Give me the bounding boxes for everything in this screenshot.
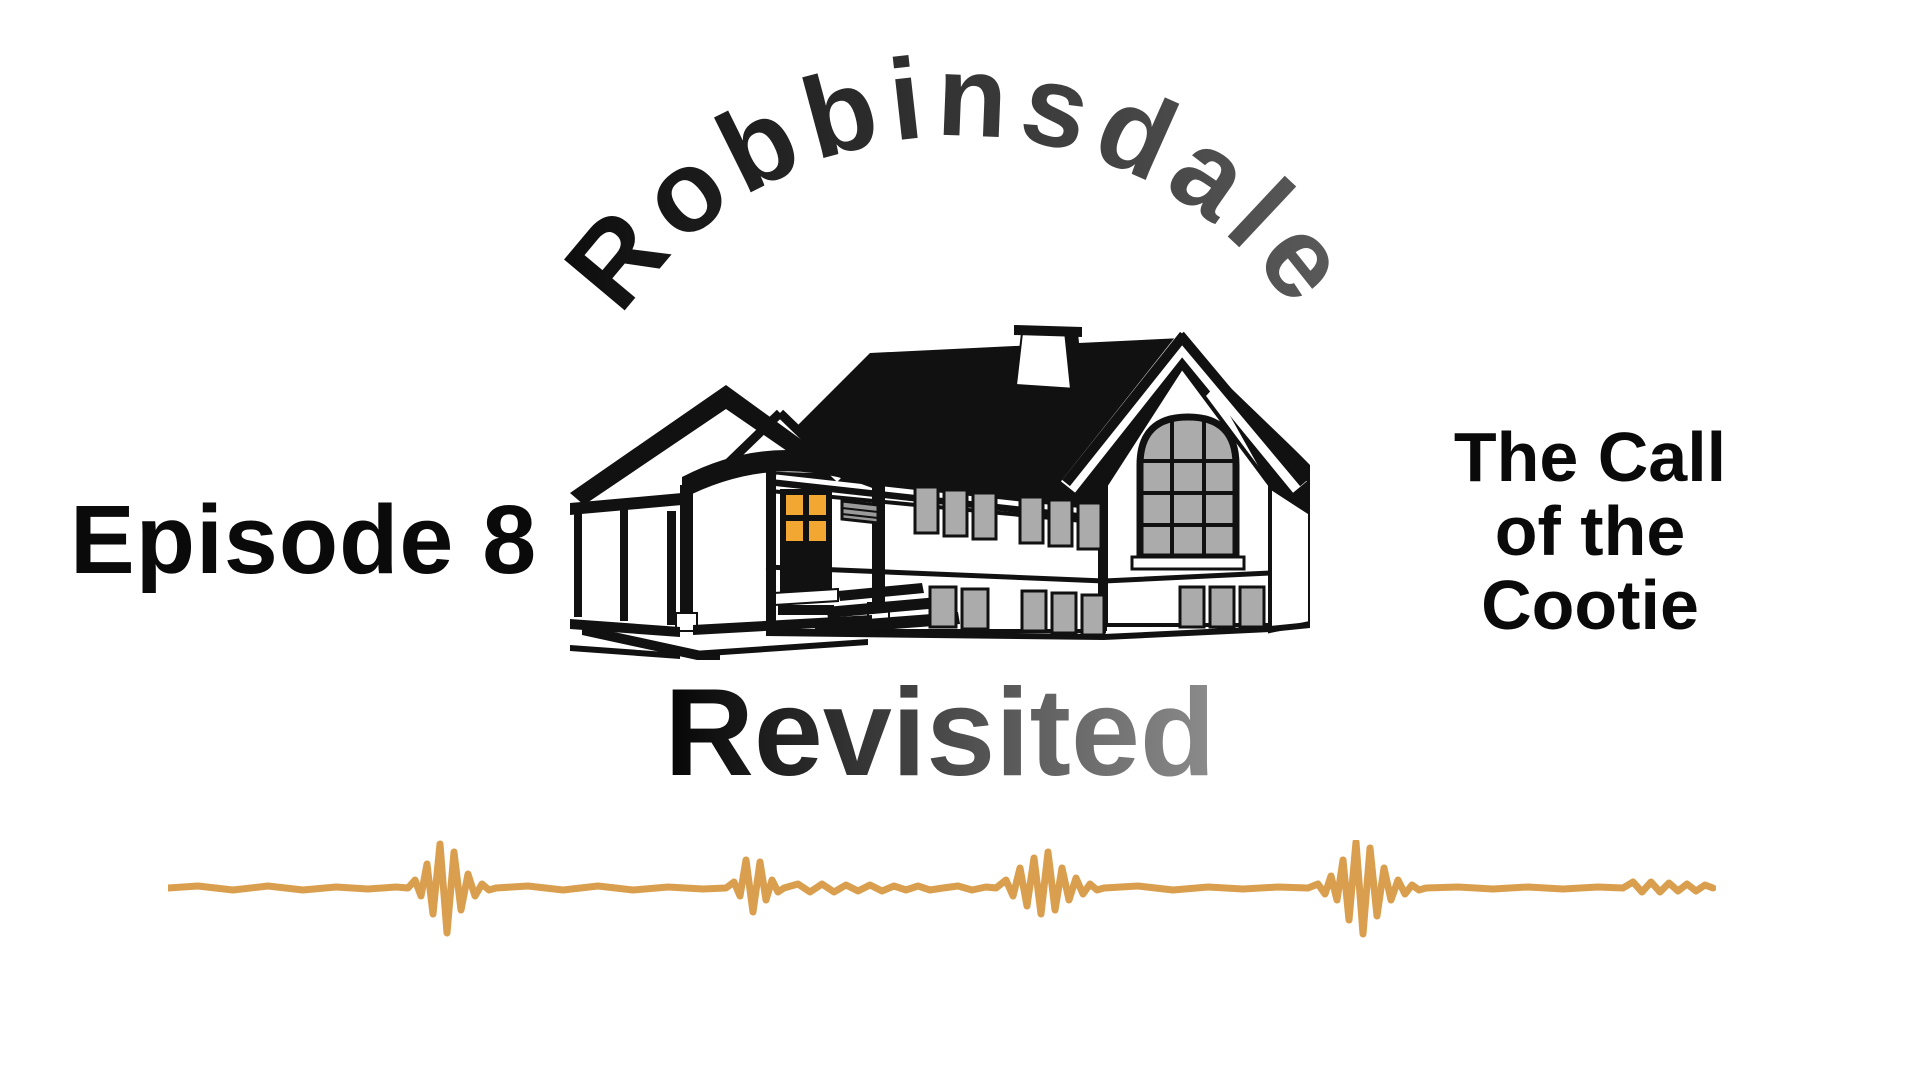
house-arched-window [1130,413,1246,571]
episode-title-line: Cootie [1481,566,1699,644]
waveform-path [168,840,1716,938]
belt-trim [765,564,1271,584]
porch-railing [570,615,872,660]
porch-arch-beam [682,449,884,499]
series-title-sub-text: Revisited [664,664,1215,802]
series-title-sub: Revisited [664,664,1215,802]
house-porch [570,385,960,660]
series-title-arc-text: Robbinsdale [541,32,1370,333]
episode-title: The Call of the Cootie [1400,420,1780,642]
porch-gable-roof [570,385,828,505]
series-title-arc: Robbinsdale [541,32,1380,333]
porch-steps [814,583,960,635]
house-windows [913,485,1103,551]
house-chimney [1014,325,1084,391]
episode-title-line: of the [1494,492,1686,570]
episode-title-line: The Call [1453,418,1727,496]
ground-line [765,622,1310,641]
house-illustration [570,325,1310,660]
audio-waveform-icon [168,840,1716,938]
svg-text:Robbinsdale: Robbinsdale [541,32,1380,333]
house-side-wall [1268,483,1310,634]
house-right-gable-roof [1060,331,1308,493]
episode-number-label: Episode 8 [70,485,538,594]
corner-trim [766,465,776,631]
house-basement-windows [928,585,1266,637]
house-vent [840,499,880,525]
house-door [773,489,839,615]
corner-trim [1098,501,1107,631]
